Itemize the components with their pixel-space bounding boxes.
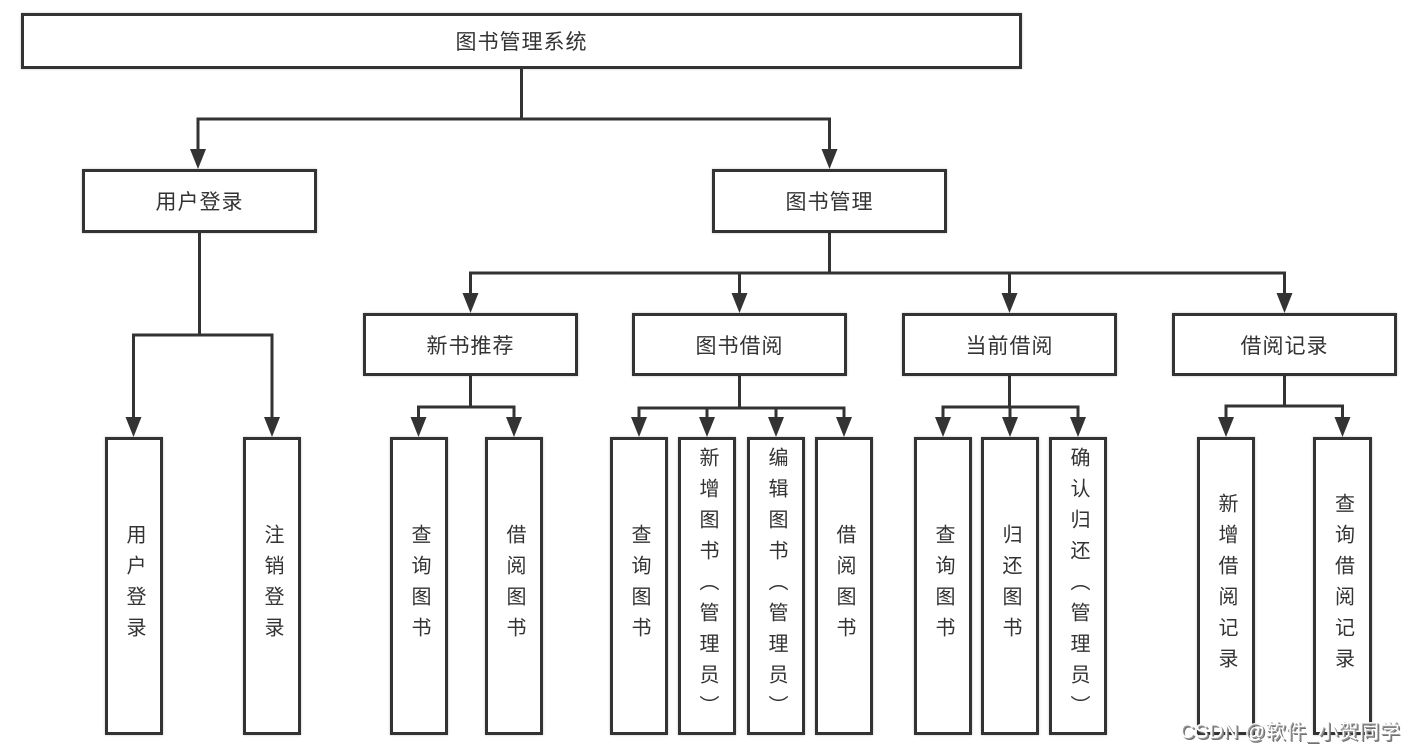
node-label: 新书推荐 (426, 334, 515, 358)
leaf-query-books-borrow: 查询图书 (610, 437, 668, 735)
leaf-label: 查询借阅记录 (1331, 493, 1354, 679)
node-book-management: 图书管理 (712, 169, 947, 233)
node-system-root: 图书管理系统 (21, 13, 1022, 69)
leaf-label: 查询图书 (932, 524, 954, 648)
node-borrow-records: 借阅记录 (1172, 313, 1397, 376)
leaf-add-borrow-record: 新增借阅记录 (1197, 437, 1255, 735)
leaf-label: 编辑图书（管理员） (765, 446, 787, 726)
leaf-label: 归还图书 (999, 524, 1021, 648)
leaf-query-books-recommend: 查询图书 (390, 437, 448, 735)
leaf-label: 新增借阅记录 (1215, 493, 1237, 679)
node-label: 图书管理系统 (455, 31, 588, 54)
leaf-label: 用户登录 (123, 524, 145, 648)
leaf-label: 注销登录 (261, 524, 283, 648)
leaf-label: 查询图书 (408, 524, 430, 648)
leaf-return-book: 归还图书 (981, 437, 1039, 735)
leaf-borrow-books: 借阅图书 (815, 437, 873, 735)
leaf-label: 确认归还（管理员） (1067, 446, 1089, 726)
leaf-label: 查询图书 (628, 524, 650, 648)
leaf-borrow-books-recommend: 借阅图书 (485, 437, 543, 735)
node-current-borrow: 当前借阅 (902, 313, 1117, 376)
node-user-login-branch: 用户登录 (82, 169, 317, 233)
node-label: 当前借阅 (965, 334, 1054, 358)
node-new-book-recommend: 新书推荐 (363, 313, 578, 376)
node-book-borrow: 图书借阅 (632, 313, 847, 376)
leaf-label: 新增图书（管理员） (696, 446, 718, 726)
node-label: 图书管理 (785, 191, 874, 214)
leaf-logout: 注销登录 (243, 437, 301, 735)
leaf-add-book-admin: 新增图书（管理员） (678, 437, 736, 735)
leaf-query-books-current: 查询图书 (914, 437, 972, 735)
leaf-confirm-return-admin: 确认归还（管理员） (1049, 437, 1107, 735)
leaf-query-borrow-record: 查询借阅记录 (1313, 437, 1372, 735)
leaf-edit-book-admin: 编辑图书（管理员） (747, 437, 805, 735)
leaf-label: 借阅图书 (833, 524, 855, 648)
node-label: 用户登录 (155, 191, 244, 214)
node-label: 图书借阅 (695, 334, 784, 358)
node-label: 借阅记录 (1240, 334, 1329, 358)
leaf-label: 借阅图书 (503, 524, 525, 648)
leaf-user-login: 用户登录 (105, 437, 163, 735)
